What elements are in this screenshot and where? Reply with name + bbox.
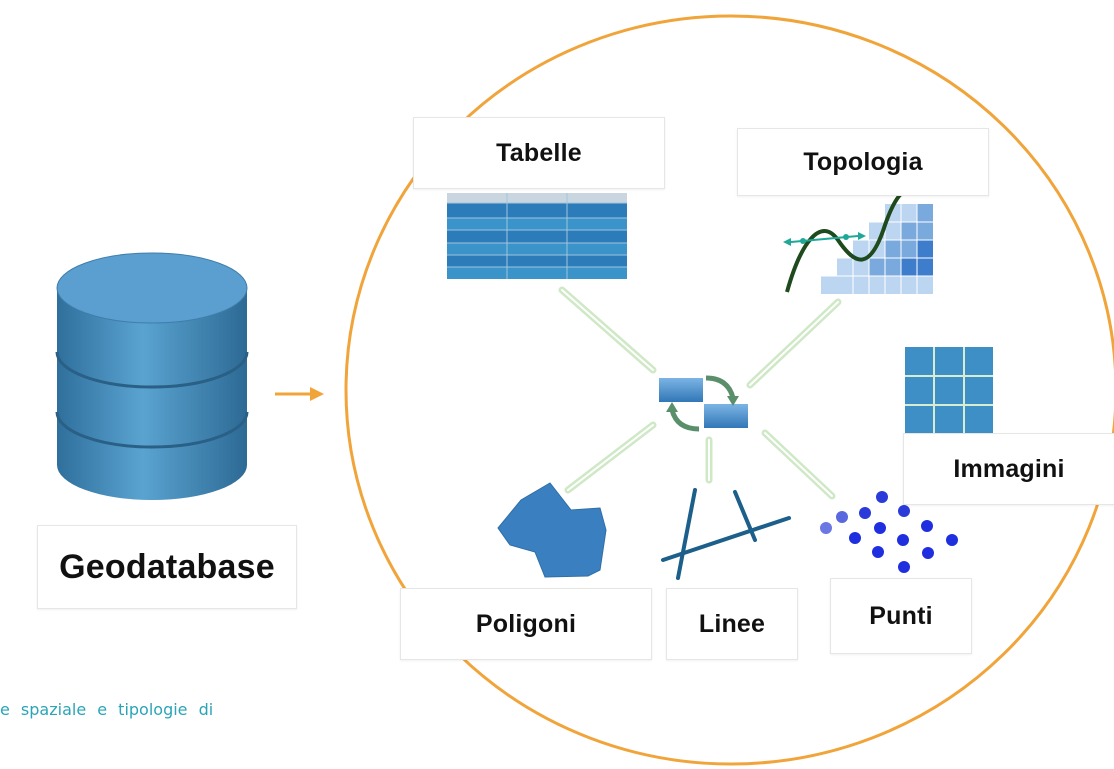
caption-text: e spaziale e tipologie di	[0, 700, 214, 719]
polygon-icon	[497, 482, 607, 578]
table-icon	[447, 193, 627, 279]
topology-label: Topologia	[737, 128, 989, 196]
geodatabase-circle	[344, 14, 1114, 766]
topology-curve-icon	[783, 190, 933, 294]
sync-icon	[657, 375, 750, 432]
points-label: Punti	[830, 578, 972, 654]
database-cylinder-icon	[55, 252, 249, 500]
points-icon	[820, 491, 958, 573]
polygons-label: Poligoni	[400, 588, 652, 660]
tables-label: Tabelle	[413, 117, 665, 189]
geodatabase-label: Geodatabase	[37, 525, 297, 609]
images-label: Immagini	[903, 433, 1114, 505]
lines-icon	[661, 488, 791, 580]
lines-label: Linee	[666, 588, 798, 660]
image-grid-icon	[905, 347, 993, 434]
arrow-right-icon	[275, 387, 324, 401]
